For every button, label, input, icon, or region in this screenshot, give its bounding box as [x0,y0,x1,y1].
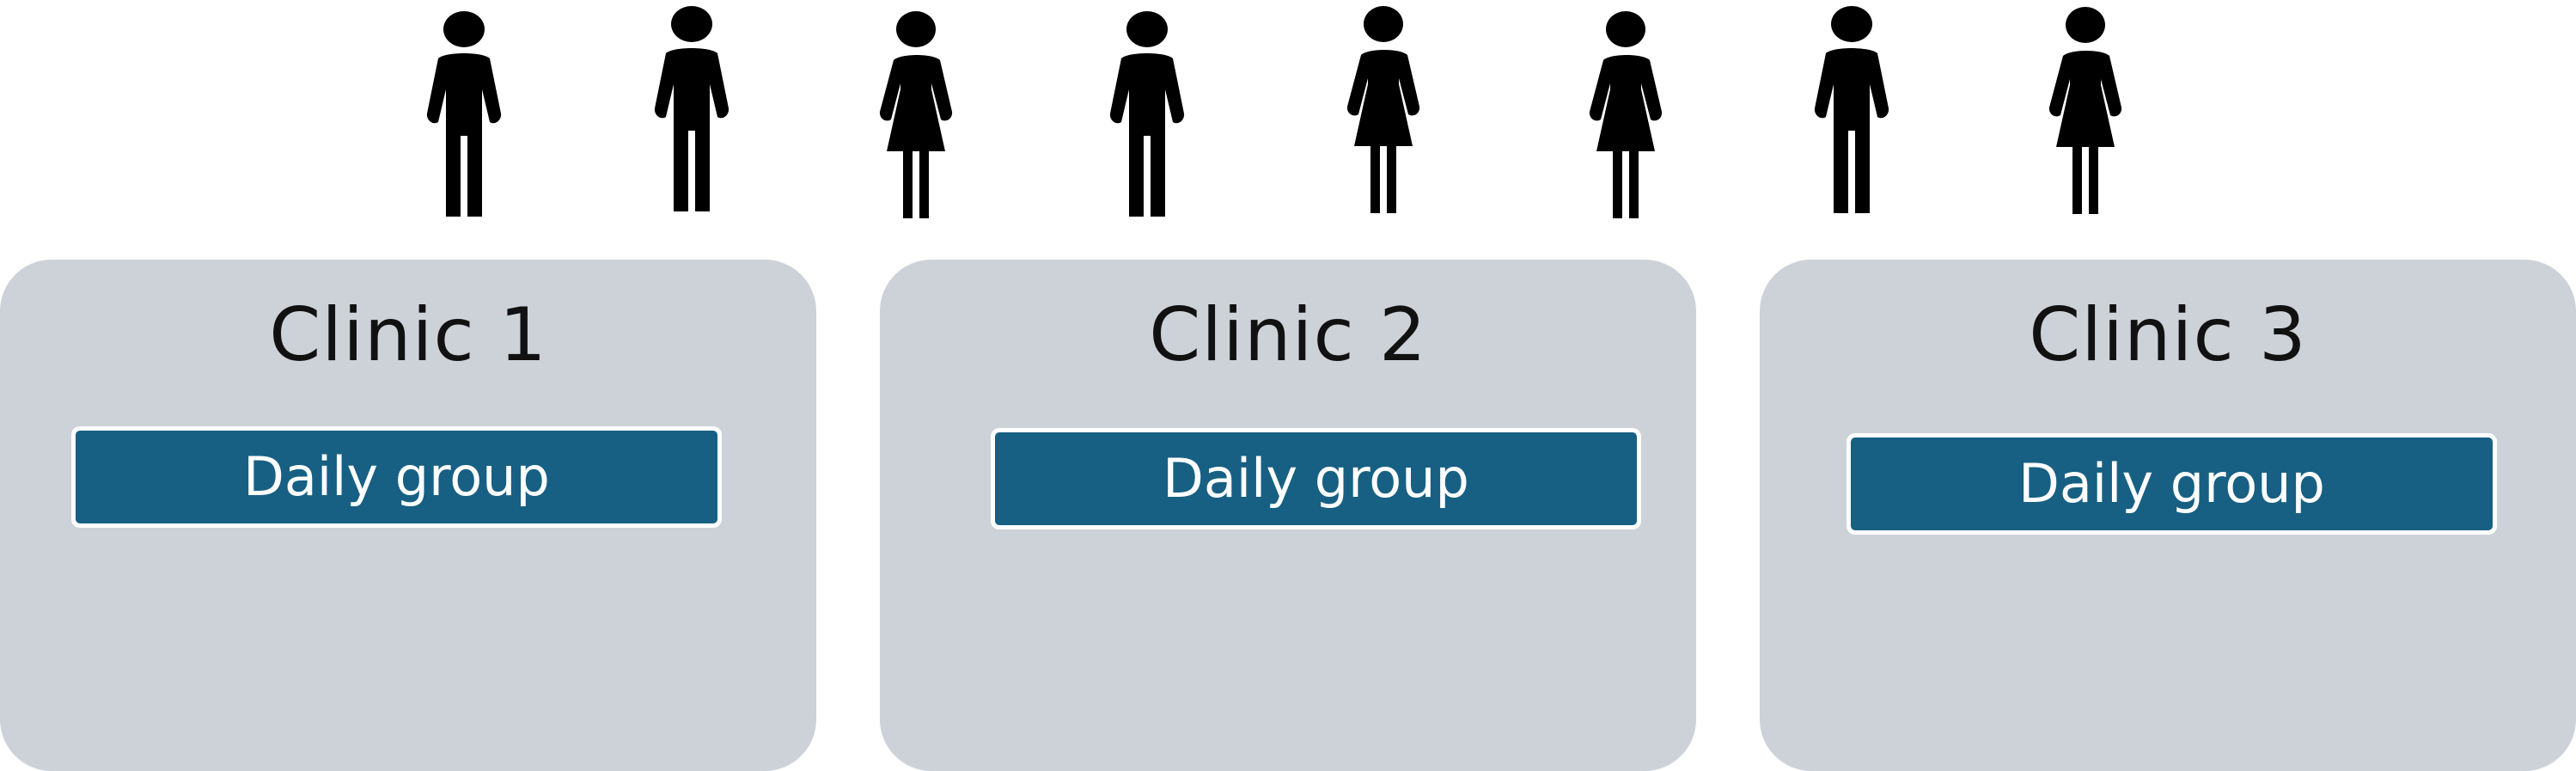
clinic-1-title: Clinic 1 [269,292,547,378]
man-icon [1109,11,1185,218]
person-5-woman-icon [1323,0,1444,232]
clinic-3-panel: Clinic 3 Daily group [1760,260,2576,771]
person-2-man-icon [632,0,752,232]
clinic-2-title: Clinic 2 [1149,292,1427,378]
man-icon [1814,6,1889,215]
person-6-woman-icon [1566,0,1686,232]
clinic-3-daily-group-button[interactable]: Daily group [1847,433,2497,535]
woman-icon [2048,7,2122,214]
clinic-1-daily-group-button[interactable]: Daily group [71,426,722,528]
woman-icon [1589,11,1663,218]
woman-icon [1346,6,1420,213]
person-3-woman-icon [858,0,978,232]
person-7-man-icon [1792,0,1912,232]
woman-icon [879,11,953,218]
person-4-man-icon [1087,0,1207,232]
person-8-woman-icon [2025,0,2146,232]
clinic-2-panel: Clinic 2 Daily group [880,260,1696,771]
man-icon [426,11,502,218]
clinic-1-panel: Clinic 1 Daily group [0,260,816,771]
clinic-2-daily-group-button[interactable]: Daily group [991,428,1641,529]
person-1-man-icon [404,0,524,232]
man-icon [654,6,729,213]
clinic-3-title: Clinic 3 [2029,292,2307,378]
